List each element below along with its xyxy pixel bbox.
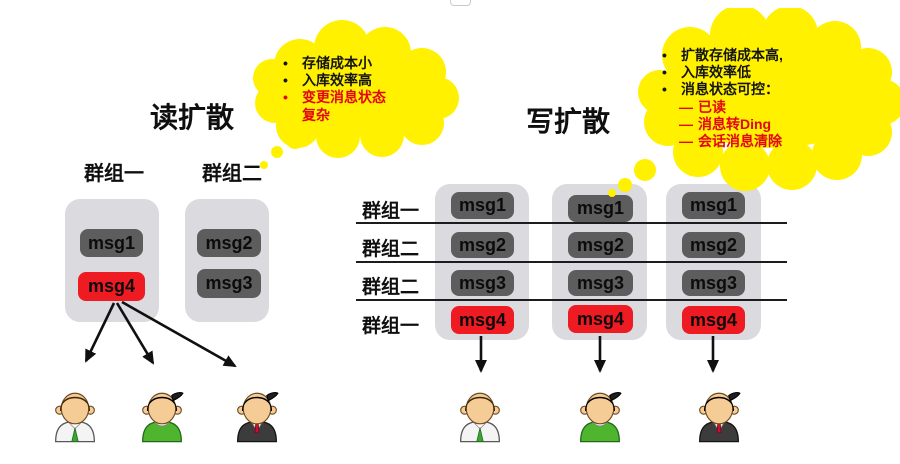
msg-box-highlighted: msg4 [78, 272, 145, 301]
row-divider [356, 222, 787, 224]
bubble-line-emphasis: —已读 [679, 98, 726, 115]
bubble-line: •扩散存储成本高, [662, 47, 783, 63]
bubble-line: •入库效率低 [662, 64, 751, 81]
person-brown-hair-white-shirt-green-tie [460, 392, 500, 443]
msg-box: msg2 [451, 232, 514, 258]
msg-box: msg3 [451, 270, 514, 296]
msg-box: msg1 [568, 195, 633, 222]
person-black-hair-dark-suit-red-tie [237, 392, 279, 443]
person-brown-hair-white-shirt-green-tie [55, 392, 95, 443]
msg-box-highlighted: msg4 [451, 306, 514, 334]
person-black-hair-dark-suit-red-tie [699, 392, 741, 443]
msg-box: msg2 [682, 232, 745, 258]
msg-box: msg1 [80, 229, 143, 257]
right-row1-label: 群组一 [362, 201, 420, 222]
left-group2-box [185, 199, 269, 322]
bubble-line-emphasis: 复杂 [302, 106, 330, 123]
msg-box: msg2 [568, 232, 633, 258]
msg-box: msg1 [451, 192, 514, 219]
top-artifact [450, 0, 471, 6]
row-divider [356, 299, 787, 301]
left-group1-box [65, 199, 159, 322]
left-group2-label: 群组二 [202, 163, 262, 185]
row-divider [356, 261, 787, 263]
bubble-line: •存储成本小 [283, 55, 372, 71]
msg-box: msg3 [197, 269, 261, 298]
right-title: 写扩散 [526, 106, 611, 137]
person-black-hair-green-shirt [142, 392, 184, 443]
right-thought-bubble-icon [608, 8, 900, 197]
right-row4-label: 群组一 [362, 316, 420, 337]
bubble-line: •入库效率高 [283, 72, 372, 89]
right-row3-label: 群组二 [362, 277, 420, 298]
right-row2-label: 群组二 [362, 239, 420, 260]
msg-box: msg2 [197, 229, 261, 257]
msg-box-highlighted: msg4 [682, 306, 745, 334]
msg-box: msg1 [682, 192, 745, 219]
msg-box-highlighted: msg4 [568, 305, 633, 333]
msg-box: msg3 [568, 270, 633, 296]
left-bubble-text: •存储成本小 •入库效率高 •变更消息状态 复杂 [283, 55, 386, 124]
bubble-line-emphasis: —消息转Ding [679, 115, 772, 132]
bubble-line-emphasis: •变更消息状态 [283, 89, 386, 106]
left-thought-bubble-icon [253, 20, 459, 169]
left-title: 读扩散 [150, 102, 235, 133]
person-black-hair-green-shirt [580, 392, 622, 443]
bubble-line-emphasis: —会话消息清除 [679, 133, 782, 150]
right-bubble-text: •扩散存储成本高, •入库效率低 •消息状态可控： —已读 —消息转Ding —… [662, 47, 783, 150]
bubble-line: •消息状态可控： [662, 81, 779, 98]
msg-box: msg3 [682, 270, 745, 296]
left-group1-label: 群组一 [84, 163, 144, 185]
